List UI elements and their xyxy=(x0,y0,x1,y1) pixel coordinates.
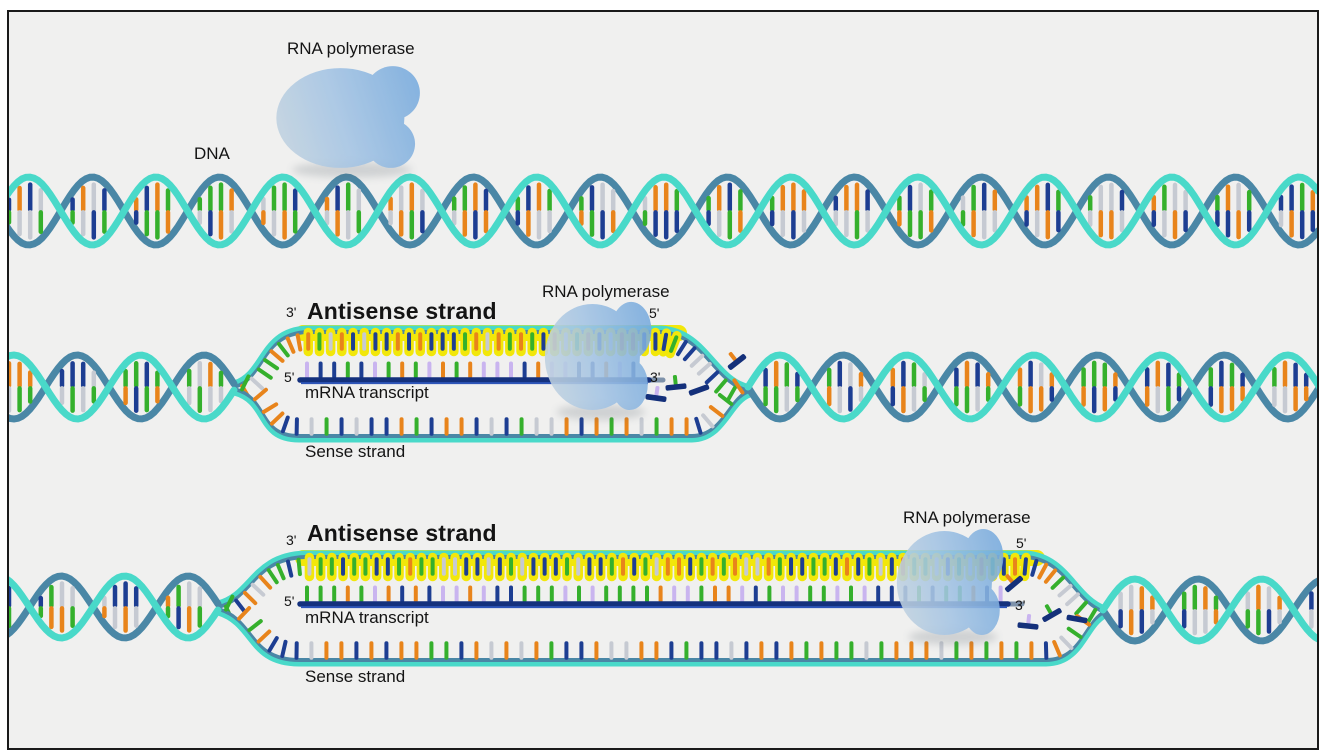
rna-polymerase-blob xyxy=(544,301,652,411)
stage3-mrna-3-prime: 3' xyxy=(1015,597,1026,613)
free-nucleotide xyxy=(665,375,687,391)
stage-1-closed-dna xyxy=(9,66,1317,249)
base-pair-rungs xyxy=(9,581,203,633)
stage1-dna-label: DNA xyxy=(194,144,230,163)
stage2-sense-strand-label: Sense strand xyxy=(305,442,406,461)
stage2-antisense-5-prime: 5' xyxy=(649,305,660,321)
stage3-antisense-5-prime: 5' xyxy=(1016,535,1027,551)
dna-helix-right xyxy=(1099,575,1317,645)
base-ticks xyxy=(239,374,745,436)
stage2-mrna-transcript-label: mRNA transcript xyxy=(305,383,429,402)
dna-helix-left xyxy=(9,351,238,423)
free-nucleotide xyxy=(1004,574,1024,593)
base-pair-rungs xyxy=(9,361,224,413)
stage-2-transcription-initiation xyxy=(9,301,1317,443)
diagram-root xyxy=(9,66,1317,667)
stage-3-transcription-elongation xyxy=(9,529,1317,667)
stage2-mrna-5-prime: 5' xyxy=(284,369,295,385)
stage2-rna-polymerase-label: RNA polymerase xyxy=(542,282,670,301)
base-pair-rungs xyxy=(763,360,1309,414)
sense-strand xyxy=(233,374,752,443)
stage3-antisense-strand-label: Antisense strand xyxy=(307,520,497,546)
stage3-mrna-5-prime: 5' xyxy=(284,593,295,609)
stage1-rna-polymerase-label: RNA polymerase xyxy=(287,39,415,58)
base-ticks xyxy=(223,552,1098,625)
stage3-antisense-3-prime: 3' xyxy=(286,532,297,548)
base-ticks xyxy=(223,594,1092,660)
stage2-antisense-strand-label: Antisense strand xyxy=(307,298,497,324)
free-nucleotide xyxy=(1066,614,1088,624)
free-nucleotide xyxy=(688,384,710,396)
dna-helix-left xyxy=(9,572,222,642)
stage3-mrna-transcript-label: mRNA transcript xyxy=(305,608,429,627)
mrna-transcript xyxy=(297,585,1025,609)
free-nucleotide xyxy=(1017,614,1039,630)
rna-polymerase-blob xyxy=(276,66,420,168)
sense-strand xyxy=(216,594,1107,667)
dna-helix-right xyxy=(744,351,1317,423)
base-pair-rungs xyxy=(9,182,1316,240)
stage3-rna-polymerase-label: RNA polymerase xyxy=(903,508,1031,527)
rna-polymerase-blob xyxy=(896,529,1004,635)
stage3-sense-strand-label: Sense strand xyxy=(305,667,406,686)
free-nucleotide xyxy=(727,351,747,370)
base-pair-rungs xyxy=(1118,584,1314,636)
stage2-antisense-3-prime: 3' xyxy=(286,304,297,320)
free-nucleotide xyxy=(1042,604,1062,622)
stage2-mrna-3-prime: 3' xyxy=(650,369,661,385)
dna-helix xyxy=(9,173,1317,249)
free-nucleotide xyxy=(645,386,667,402)
